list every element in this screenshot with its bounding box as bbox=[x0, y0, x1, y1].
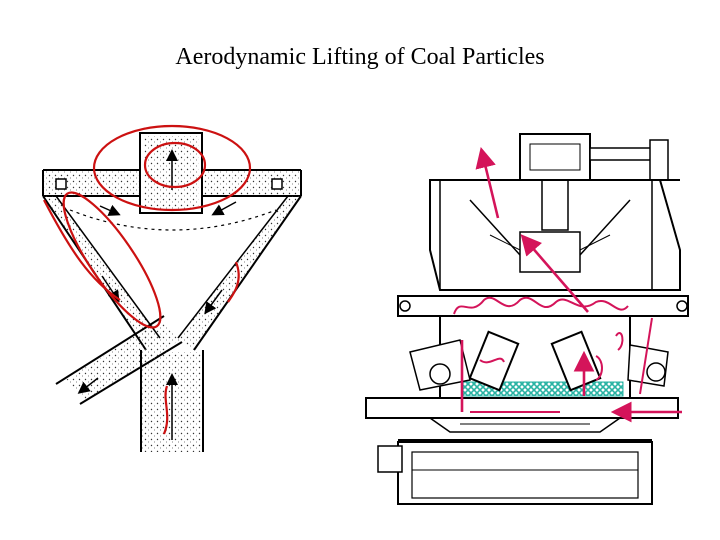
classifier-vane-box bbox=[519, 231, 581, 273]
annotation-ellipse-left-wall bbox=[62, 191, 162, 329]
mill-base-inner bbox=[411, 451, 639, 499]
table-hub bbox=[429, 417, 621, 433]
hand-annotations-left bbox=[43, 124, 252, 435]
grinding-table bbox=[365, 397, 679, 419]
annotation-wave bbox=[453, 296, 629, 315]
swirl-arrow-right bbox=[211, 201, 237, 216]
top-arm bbox=[589, 147, 653, 161]
annotation-ellipse-inner bbox=[143, 141, 207, 189]
wall-arrow-right bbox=[204, 289, 223, 315]
discharge-channel-top bbox=[55, 315, 165, 385]
annotation-stroke-inlet bbox=[162, 385, 169, 435]
slide-title: Aerodynamic Lifting of Coal Particles bbox=[175, 44, 545, 70]
mill-base bbox=[397, 441, 653, 505]
top-knob bbox=[649, 139, 669, 181]
base-knob bbox=[377, 445, 403, 473]
annotation-ellipse-outlet bbox=[92, 124, 252, 212]
roller-right bbox=[550, 330, 602, 392]
annotation-stroke-right-wall bbox=[227, 261, 240, 303]
hand-annotations-right bbox=[453, 146, 682, 423]
recirculation-curve bbox=[69, 209, 277, 231]
roller-arm-left bbox=[409, 339, 471, 391]
corner-square-right bbox=[271, 178, 283, 190]
corner-square-left bbox=[55, 178, 67, 190]
discharge-arrow bbox=[77, 377, 99, 394]
funnel-left-wall-fill bbox=[43, 196, 160, 350]
mill-diagram bbox=[365, 133, 689, 505]
swirl-arrow-left bbox=[99, 204, 121, 216]
funnel-right-outer bbox=[193, 195, 302, 351]
outlet-box-fill bbox=[143, 136, 199, 210]
classifier-diagram bbox=[42, 124, 302, 452]
funnel-right-inner bbox=[177, 195, 289, 339]
funnel-left-inner bbox=[55, 195, 161, 339]
annotation-arrow-center bbox=[520, 234, 589, 313]
annotation-arrow-top-left bbox=[475, 146, 500, 219]
top-shaft bbox=[541, 179, 569, 231]
roller-arm-right bbox=[627, 344, 669, 387]
annotation-stroke-wall bbox=[43, 199, 121, 301]
